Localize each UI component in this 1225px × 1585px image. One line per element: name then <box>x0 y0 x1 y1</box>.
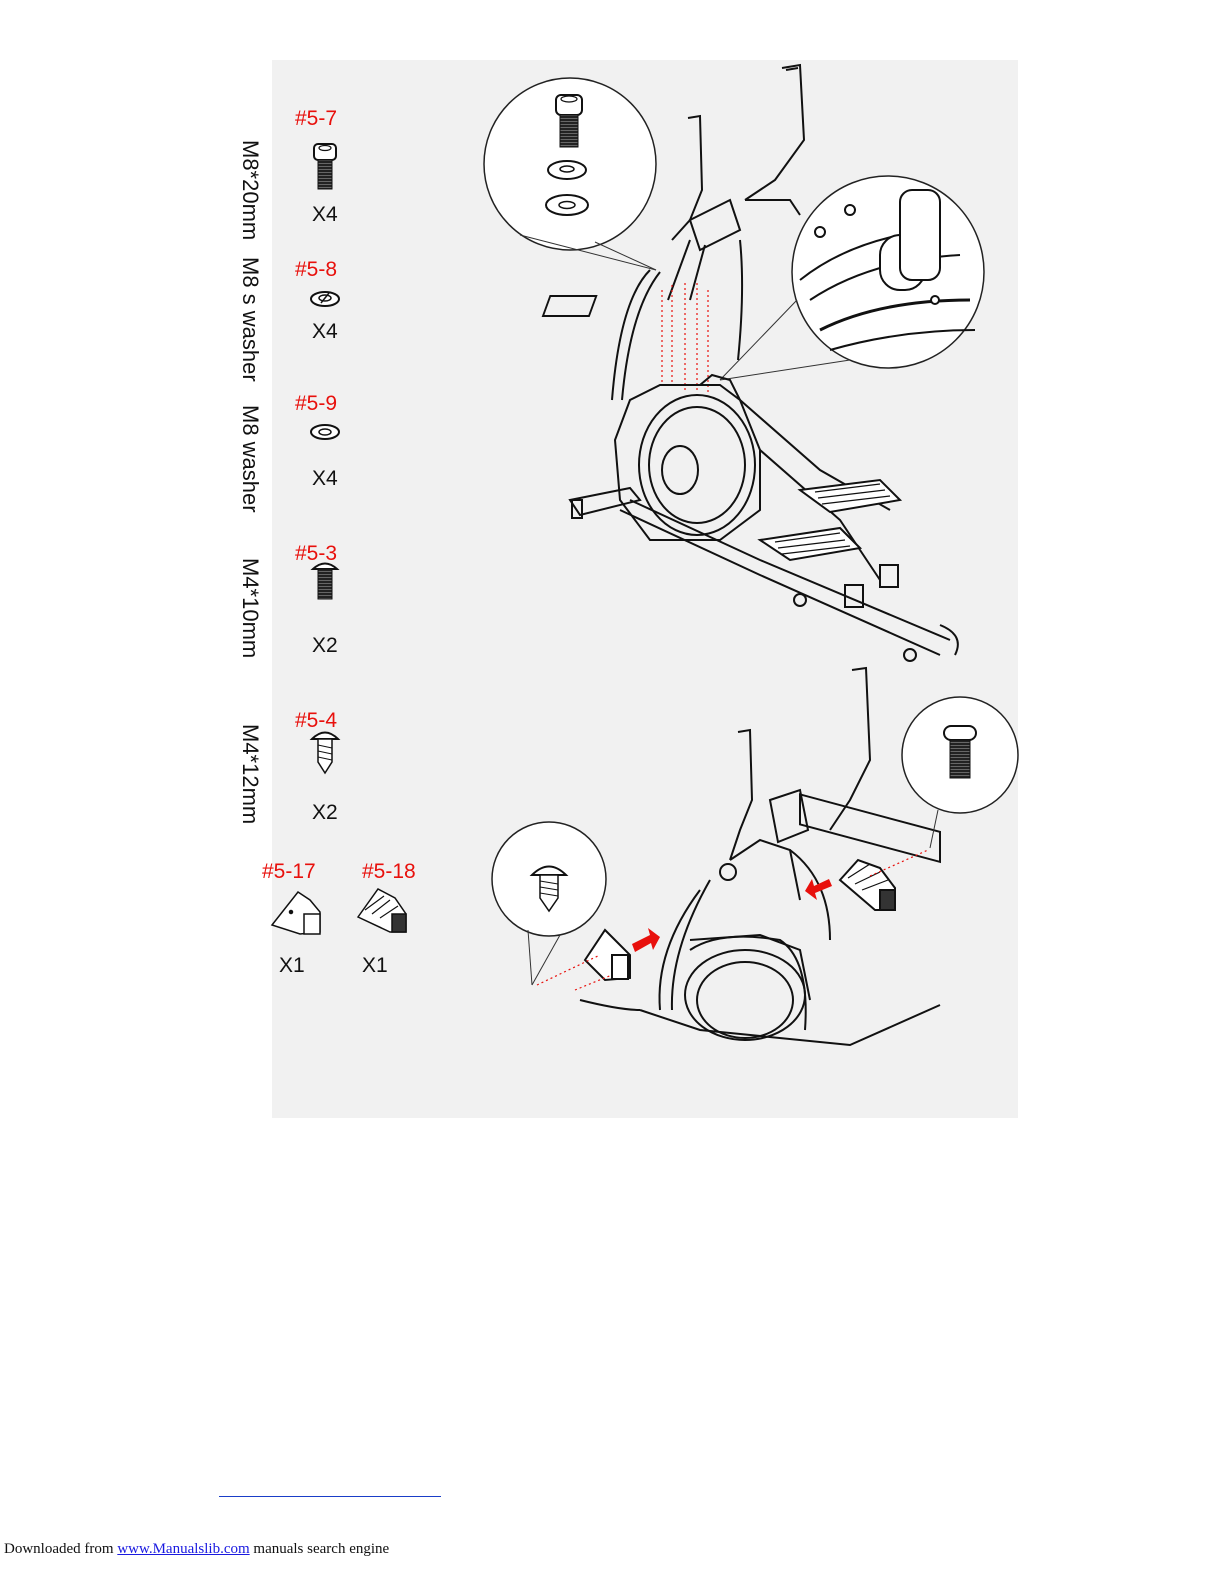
arrow-left-cover-icon <box>632 928 660 952</box>
screw-m4-10mm-icon <box>313 564 337 600</box>
separator-line <box>219 1496 441 1497</box>
manualslib-link[interactable]: www.Manualslib.com <box>117 1541 249 1557</box>
flat-washer-icon <box>311 425 339 439</box>
left-cover-icon <box>272 892 320 934</box>
footer-prefix: Downloaded from <box>4 1541 117 1557</box>
right-cover-icon <box>358 889 406 932</box>
console-detail-circle <box>720 176 984 380</box>
hardware-zoom-circle <box>484 78 656 270</box>
footer-suffix: manuals search engine <box>250 1541 390 1557</box>
footer-download-note: Downloaded from www.Manualslib.com manua… <box>4 1541 389 1558</box>
spring-washer-icon <box>311 292 339 306</box>
bolt-m8-20mm-icon <box>314 144 336 189</box>
rear-screw-zoom-circle <box>902 697 1018 848</box>
screw-m4-12mm-icon <box>312 733 338 774</box>
